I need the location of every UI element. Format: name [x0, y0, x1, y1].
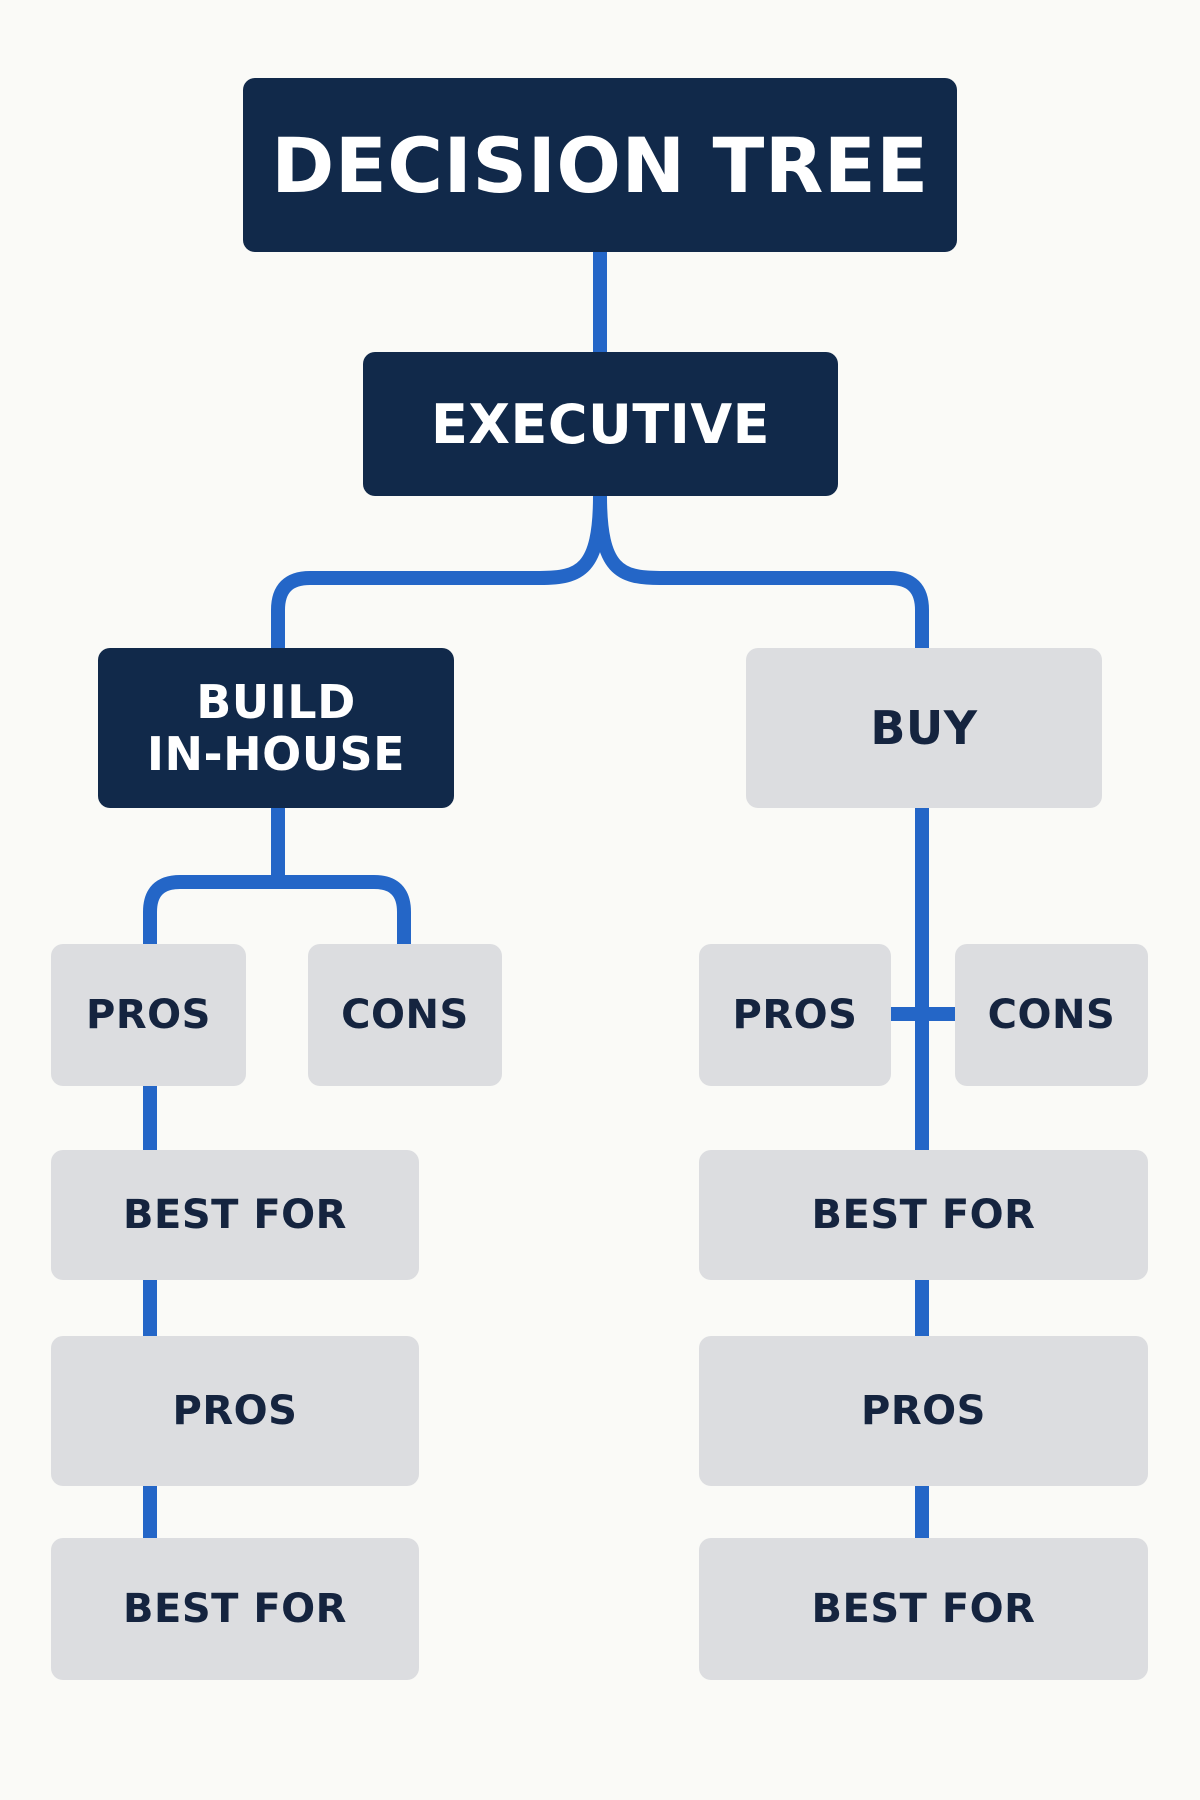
diagram-title-node: DECISION TREE [243, 78, 957, 252]
buy-label: BUY [870, 701, 978, 755]
buy-best-for-2-label: BEST FOR [811, 1586, 1036, 1632]
buy-best-for-label: BEST FOR [811, 1192, 1036, 1238]
build-best-for-2-label: BEST FOR [123, 1586, 347, 1632]
build-best-for-node: BEST FOR [51, 1150, 419, 1280]
build-in-house-node: BUILD IN-HOUSE [98, 648, 454, 808]
connector-executive-build [271, 495, 607, 648]
build-in-house-label: BUILD IN-HOUSE [146, 675, 406, 781]
build-pros-2-node: PROS [51, 1336, 419, 1486]
buy-pros-label: PROS [732, 992, 858, 1038]
buy-pros-node: PROS [699, 944, 891, 1086]
build-best-for-label: BEST FOR [123, 1192, 347, 1238]
build-cons-label: CONS [341, 992, 469, 1038]
build-pros-label: PROS [86, 992, 211, 1038]
buy-cons-node: CONS [955, 944, 1148, 1086]
build-pros-node: PROS [51, 944, 246, 1086]
build-cons-node: CONS [308, 944, 502, 1086]
connector-executive-buy [593, 495, 929, 648]
executive-node: EXECUTIVE [363, 352, 838, 496]
diagram-title: DECISION TREE [271, 120, 929, 210]
buy-best-for-2-node: BEST FOR [699, 1538, 1148, 1680]
connector-build-cons [278, 875, 411, 944]
connector-build-pros [143, 875, 278, 944]
buy-pros-2-node: PROS [699, 1336, 1148, 1486]
buy-pros-2-label: PROS [861, 1388, 986, 1434]
build-pros-2-label: PROS [172, 1388, 298, 1434]
buy-cons-label: CONS [987, 992, 1116, 1038]
executive-label: EXECUTIVE [431, 392, 770, 456]
buy-node: BUY [746, 648, 1102, 808]
build-best-for-2-node: BEST FOR [51, 1538, 419, 1680]
buy-best-for-node: BEST FOR [699, 1150, 1148, 1280]
